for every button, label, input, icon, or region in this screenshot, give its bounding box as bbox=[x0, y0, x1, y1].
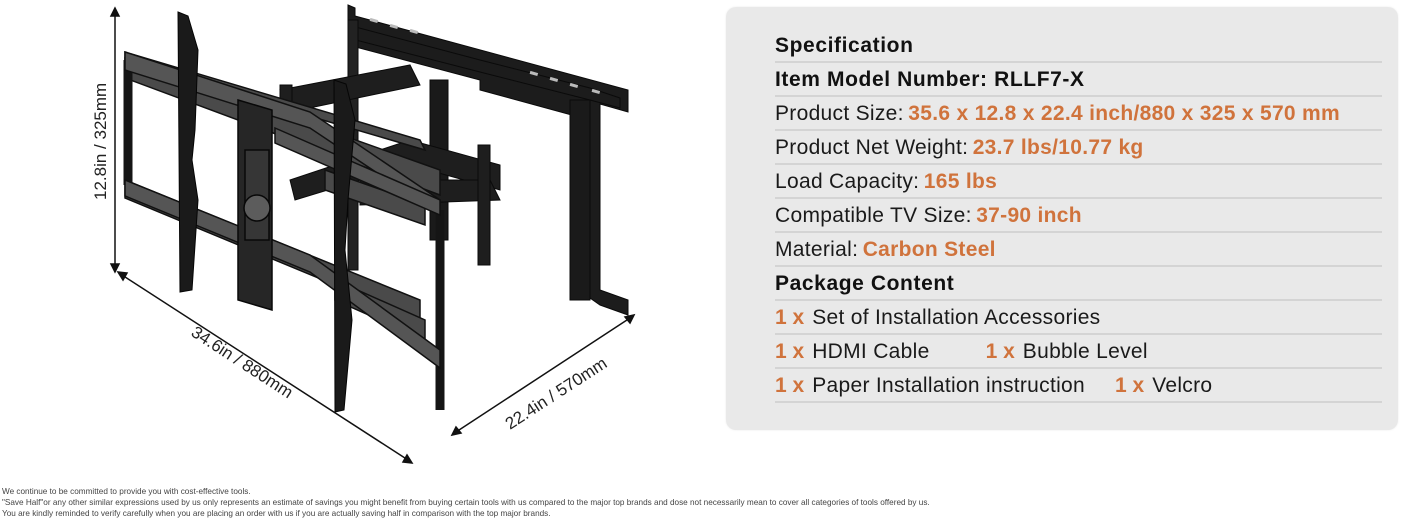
package-heading-row: Package Content bbox=[775, 267, 1382, 301]
package-qty: 1 x bbox=[775, 373, 805, 397]
spec-label: Product Net Weight: bbox=[775, 135, 969, 159]
disclaimer-text: We continue to be committed to provide y… bbox=[2, 486, 930, 520]
spec-value: 165 lbs bbox=[923, 169, 998, 193]
package-qty: 1 x bbox=[775, 305, 805, 329]
package-item: Velcro bbox=[1152, 373, 1213, 397]
package-qty: 1 x bbox=[775, 339, 805, 363]
spec-value: 35.6 x 12.8 x 22.4 inch/880 x 325 x 570 … bbox=[908, 101, 1340, 125]
disclaimer-line: "Save Half"or any other similar expressi… bbox=[2, 498, 930, 508]
spec-row-material: Material: Carbon Steel bbox=[775, 233, 1382, 267]
tv-mount-drawing: 12.8in / 325mm 34.6in / 880mm 22.4in / 5… bbox=[91, 4, 636, 464]
spec-row-net-weight: Product Net Weight: 23.7 lbs/10.77 kg bbox=[775, 131, 1382, 165]
disclaimer-line: We continue to be committed to provide y… bbox=[2, 487, 251, 496]
disclaimer-line: You are kindly reminded to verify carefu… bbox=[2, 509, 551, 519]
spec-value: 23.7 lbs/10.77 kg bbox=[972, 135, 1144, 159]
package-item: Bubble Level bbox=[1022, 339, 1148, 363]
package-row: 1 x Set of Installation Accessories bbox=[775, 301, 1382, 335]
spec-value: 37-90 inch bbox=[976, 203, 1082, 227]
package-item: Paper Installation instruction bbox=[812, 373, 1086, 397]
spec-label: Material: bbox=[775, 237, 859, 261]
package-heading: Package Content bbox=[775, 271, 955, 295]
height-dimension-label: 12.8in / 325mm bbox=[91, 83, 110, 200]
package-row: 1 x Paper Installation instruction 1 x V… bbox=[775, 369, 1382, 403]
spec-row-tv-size: Compatible TV Size: 37-90 inch bbox=[775, 199, 1382, 233]
model-number-row: Item Model Number: RLLF7-X bbox=[775, 63, 1382, 97]
spec-label: Load Capacity: bbox=[775, 169, 920, 193]
package-row: 1 x HDMI Cable 1 x Bubble Level bbox=[775, 335, 1382, 369]
package-qty: 1 x bbox=[985, 339, 1015, 363]
spec-heading-row: Specification bbox=[775, 29, 1382, 63]
product-illustration: 12.8in / 325mm 34.6in / 880mm 22.4in / 5… bbox=[80, 0, 640, 470]
package-qty: 1 x bbox=[1115, 373, 1145, 397]
model-number: Item Model Number: RLLF7-X bbox=[775, 67, 1085, 91]
spec-label: Compatible TV Size: bbox=[775, 203, 972, 227]
width-dimension-label: 34.6in / 880mm bbox=[188, 322, 297, 402]
spec-row-load-capacity: Load Capacity: 165 lbs bbox=[775, 165, 1382, 199]
spec-heading: Specification bbox=[775, 33, 914, 57]
package-item: HDMI Cable bbox=[812, 339, 930, 363]
package-item: Set of Installation Accessories bbox=[812, 305, 1101, 329]
spec-value: Carbon Steel bbox=[862, 237, 996, 261]
spec-label: Product Size: bbox=[775, 101, 904, 125]
specification-panel: Specification Item Model Number: RLLF7-X… bbox=[726, 7, 1398, 430]
spec-row-product-size: Product Size: 35.6 x 12.8 x 22.4 inch/88… bbox=[775, 97, 1382, 131]
